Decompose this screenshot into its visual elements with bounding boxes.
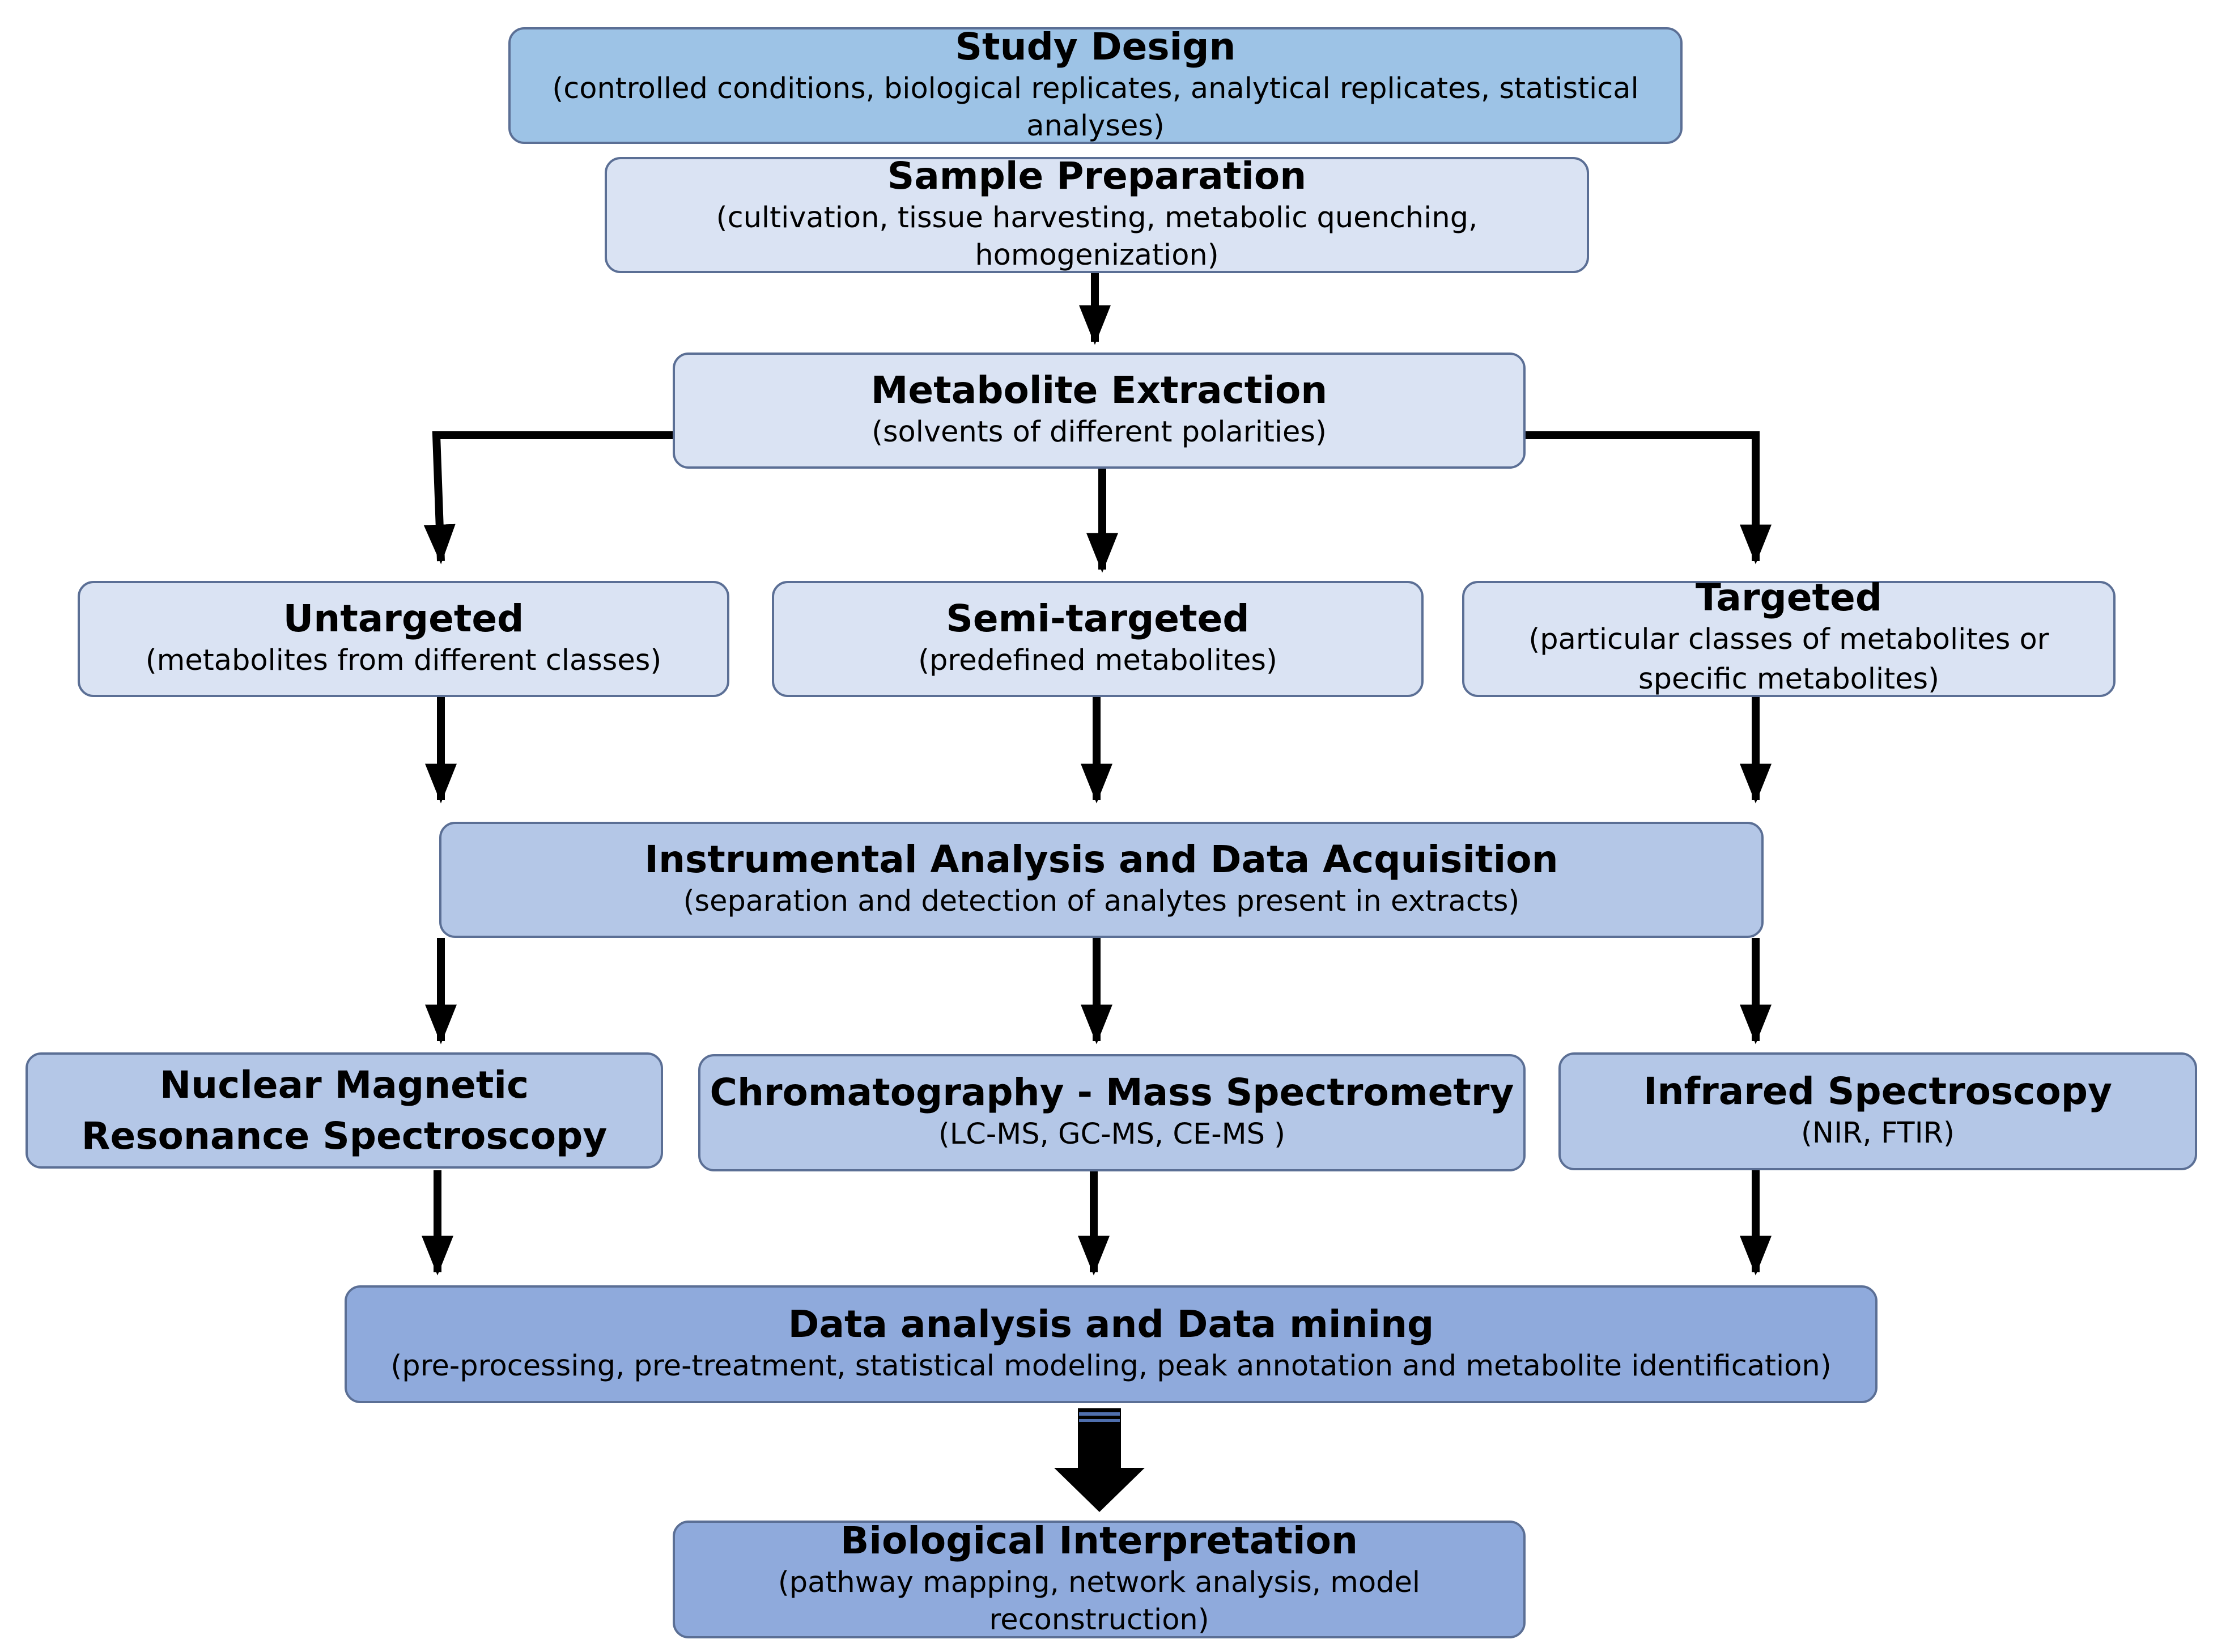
study-design-subtitle: (controlled conditions, biological repli… — [552, 71, 1639, 143]
untargeted-subtitle: (metabolites from different classes) — [145, 644, 662, 678]
edge-metabolite-extraction-to-untargeted — [423, 431, 674, 564]
biological-interpretation-title: Biological Interpretation — [840, 1518, 1358, 1562]
edge-data-analysis-to-biological-interpretation — [1054, 1408, 1145, 1512]
block-arrow-stripe — [1079, 1412, 1120, 1416]
semi-targeted-title: Semi-targeted — [946, 597, 1250, 641]
targeted-box: Targeted (particular classes of metaboli… — [1462, 576, 2116, 697]
data-analysis-subtitle: (pre-processing, pre-treatment, statisti… — [390, 1349, 1832, 1383]
untargeted-box: Untargeted (metabolites from different c… — [78, 581, 729, 697]
semi-targeted-box: Semi-targeted (predefined metabolites) — [772, 581, 1424, 697]
biological-interpretation-box: Biological Interpretation (pathway mappi… — [673, 1518, 1526, 1638]
infrared-title: Infrared Spectroscopy — [1643, 1069, 2112, 1113]
block-arrow-stripe — [1079, 1419, 1120, 1422]
semi-targeted-subtitle: (predefined metabolites) — [918, 644, 1277, 678]
biological-interpretation-subtitle: (pathway mapping, network analysis, mode… — [778, 1565, 1421, 1637]
chromatography-ms-subtitle: (LC-MS, GC-MS, CE-MS ) — [938, 1118, 1286, 1152]
data-analysis-title: Data analysis and Data mining — [788, 1302, 1434, 1346]
metabolite-extraction-title: Metabolite Extraction — [870, 368, 1328, 413]
chromatography-ms-title: Chromatography - Mass Spectrometry — [710, 1071, 1514, 1115]
nmr-title: Nuclear Magnetic Resonance Spectroscopy — [81, 1063, 608, 1158]
untargeted-title: Untargeted — [283, 597, 524, 641]
sample-preparation-subtitle: (cultivation, tissue harvesting, metabol… — [716, 201, 1478, 273]
metabolite-extraction-box: Metabolite Extraction (solvents of diffe… — [673, 353, 1526, 469]
targeted-title: Targeted — [1695, 576, 1883, 620]
data-analysis-box: Data analysis and Data mining (pre-proce… — [345, 1285, 1878, 1403]
sample-preparation-title: Sample Preparation — [887, 154, 1307, 198]
instrumental-analysis-box: Instrumental Analysis and Data Acquisiti… — [439, 822, 1764, 938]
targeted-subtitle: (particular classes of metabolites or sp… — [1528, 622, 2049, 697]
block-arrow-shape — [1054, 1408, 1145, 1512]
study-design-title: Study Design — [955, 24, 1236, 69]
instrumental-analysis-title: Instrumental Analysis and Data Acquisiti… — [644, 838, 1558, 882]
metabolite-extraction-subtitle: (solvents of different polarities) — [872, 415, 1327, 449]
infrared-subtitle: (NIR, FTIR) — [1801, 1116, 1955, 1150]
sample-preparation-box: Sample Preparation (cultivation, tissue … — [605, 154, 1589, 273]
nmr-box: Nuclear Magnetic Resonance Spectroscopy — [26, 1052, 663, 1169]
instrumental-analysis-subtitle: (separation and detection of analytes pr… — [683, 885, 1520, 919]
chromatography-ms-box: Chromatography - Mass Spectrometry (LC-M… — [698, 1054, 1526, 1171]
edge-metabolite-extraction-to-targeted — [1524, 431, 1772, 564]
study-design-box: Study Design (controlled conditions, bio… — [508, 24, 1683, 144]
infrared-box: Infrared Spectroscopy (NIR, FTIR) — [1558, 1052, 2197, 1170]
